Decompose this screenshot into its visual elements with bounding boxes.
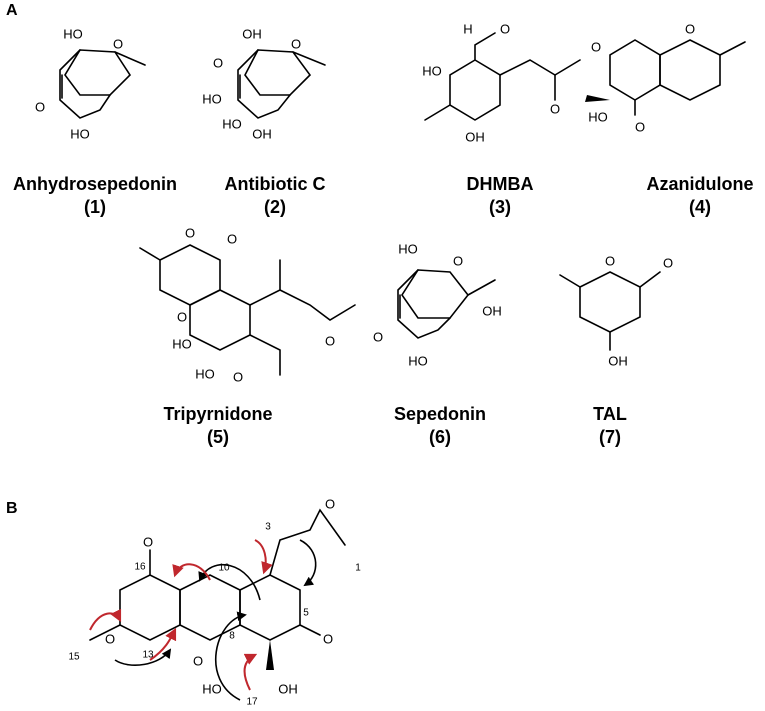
atom-o-6b: O <box>373 329 383 344</box>
atom-o-1b: O <box>35 99 45 114</box>
position-16: 16 <box>134 562 146 573</box>
position-8: 8 <box>229 631 235 642</box>
atom-o-4c: O <box>635 119 645 134</box>
atom-o-b2: O <box>325 496 335 511</box>
compound-name-3: DHMBA <box>467 174 534 194</box>
structure-azanidulone: O O HO O <box>585 21 746 134</box>
compound-number-2: (2) <box>264 197 286 217</box>
atom-ho-6: HO <box>398 241 418 256</box>
atom-o-7: O <box>605 253 615 268</box>
compound-number-7: (7) <box>599 427 621 447</box>
position-3: 3 <box>265 522 271 533</box>
atom-ho-1: HO <box>63 26 83 41</box>
hmbc-arrow-red-1 <box>172 563 211 581</box>
structure-sepedonin: HO O OH O HO <box>373 241 502 368</box>
structure-tal: O O OH <box>559 253 673 368</box>
atom-o-b1: O <box>143 534 153 549</box>
structure-antibiotic-c: OH O O HO HO OH <box>202 26 326 141</box>
atom-o-b3: O <box>105 631 115 646</box>
structure-dhmba: H O HO O OH <box>422 21 581 144</box>
hmbc-arrow-red-4 <box>149 627 177 661</box>
atom-oh-6: OH <box>482 303 502 318</box>
atom-o-b4: O <box>193 653 203 668</box>
compound-name-7: TAL <box>593 404 627 424</box>
panel-label-b: B <box>6 500 18 517</box>
hmbc-arrow-red-2 <box>254 539 273 575</box>
compound-name-4: Azanidulone <box>647 174 754 194</box>
hmbc-arrow-4 <box>214 611 247 701</box>
atom-oh-2: OH <box>242 26 262 41</box>
atom-o-4b: O <box>591 39 601 54</box>
atom-o-3b: O <box>550 101 560 116</box>
atom-o-2b: O <box>213 55 223 70</box>
compound-name-1: Anhydrosepedonin <box>13 174 177 194</box>
compound-number-3: (3) <box>489 197 511 217</box>
compound-number-5: (5) <box>207 427 229 447</box>
atom-oh-b: OH <box>278 681 298 696</box>
position-15: 15 <box>68 652 80 663</box>
structure-panel-b: O O O O HO OH O 1 3 5 8 10 13 15 16 17 <box>68 496 361 707</box>
position-1: 1 <box>355 563 361 574</box>
position-17: 17 <box>246 697 258 708</box>
hmbc-arrow-red-5 <box>243 653 258 691</box>
structure-tripyrnidone: O O O HO HO O O <box>139 225 356 384</box>
atom-o-5e: O <box>325 333 335 348</box>
atom-o-b5: O <box>323 631 333 646</box>
compound-name-6: Sepedonin <box>394 404 486 424</box>
atom-ho-2b: HO <box>222 116 242 131</box>
atom-o-2: O <box>291 36 301 51</box>
hmbc-arrow-3 <box>114 648 172 666</box>
atom-ho-5b: HO <box>195 366 215 381</box>
atom-oh-3: OH <box>465 129 485 144</box>
atom-ho-5: HO <box>172 336 192 351</box>
atom-ho-6b: HO <box>408 353 428 368</box>
atom-o-5d: O <box>233 369 243 384</box>
atom-o-5: O <box>185 225 195 240</box>
atom-o-4: O <box>685 21 695 36</box>
compound-number-4: (4) <box>689 197 711 217</box>
position-13: 13 <box>142 650 154 661</box>
atom-ho-4: HO <box>588 109 608 124</box>
hmbc-arrow-2 <box>299 539 317 587</box>
position-5: 5 <box>303 608 309 619</box>
atom-ho-1b: HO <box>70 126 90 141</box>
atom-o-5c: O <box>177 309 187 324</box>
atom-o-7b: O <box>663 255 673 270</box>
hmbc-arrow-red-3 <box>89 608 122 631</box>
structure-anhydrosepedonin: HO O O HO <box>35 26 146 141</box>
atom-ho-3: HO <box>422 63 442 78</box>
hmbc-arrow-1 <box>198 564 261 601</box>
atom-ho-2: HO <box>202 91 222 106</box>
atom-o-6: O <box>453 253 463 268</box>
atom-ho-b: HO <box>202 681 222 696</box>
atom-o-1: O <box>113 36 123 51</box>
atom-o-3: O <box>500 21 510 36</box>
atom-oh-2b: OH <box>252 126 272 141</box>
position-10: 10 <box>218 563 230 574</box>
panel-label-a: A <box>6 2 18 19</box>
atom-o-5b: O <box>227 231 237 246</box>
compound-number-6: (6) <box>429 427 451 447</box>
compound-name-5: Tripyrnidone <box>163 404 272 424</box>
compound-number-1: (1) <box>84 197 106 217</box>
compound-name-2: Antibiotic C <box>225 174 326 194</box>
atom-oh-7: OH <box>608 353 628 368</box>
atom-h-3: H <box>463 21 472 36</box>
